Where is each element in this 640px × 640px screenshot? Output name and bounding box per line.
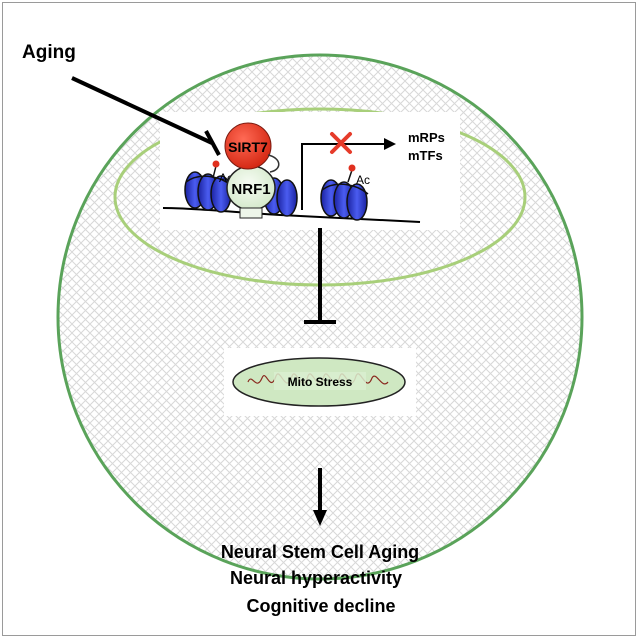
aging-inhibition-line [71,76,213,145]
mtfs-label: mTFs [408,148,443,163]
ac-stalk-right [347,169,353,183]
outcome-arrowhead [313,510,327,526]
aging-inhibition-bar [204,130,221,156]
mito-label-bg [274,372,366,390]
aging-label: Aging [22,42,76,63]
nucleosome-left [184,171,233,213]
ac-dot-right [348,164,356,172]
nrf1-label: NRF1 [231,181,270,198]
outcome-cognitive-decline: Cognitive decline [246,596,395,616]
ac-label-right: Ac [356,173,370,187]
nrf1-dna-contact [239,207,263,219]
nucleosome-right [320,179,369,221]
block-x-icon [330,132,352,154]
mrps-label: mRPs [408,130,445,145]
ac-dot-left [212,160,220,168]
transcription-arrowhead [384,138,396,150]
transcription-arrow [301,143,384,210]
sirt7-label: SIRT7 [228,139,268,155]
outcome-nsc-aging: Neural Stem Cell Aging [221,542,419,562]
sirt7-tether [267,154,280,173]
mito-stress-label: Mito Stress [288,375,353,389]
ac-stalk-left [212,165,217,179]
outcome-hyperactivity: Neural hyperactivity [230,568,402,588]
sirt7-protein [224,122,272,170]
